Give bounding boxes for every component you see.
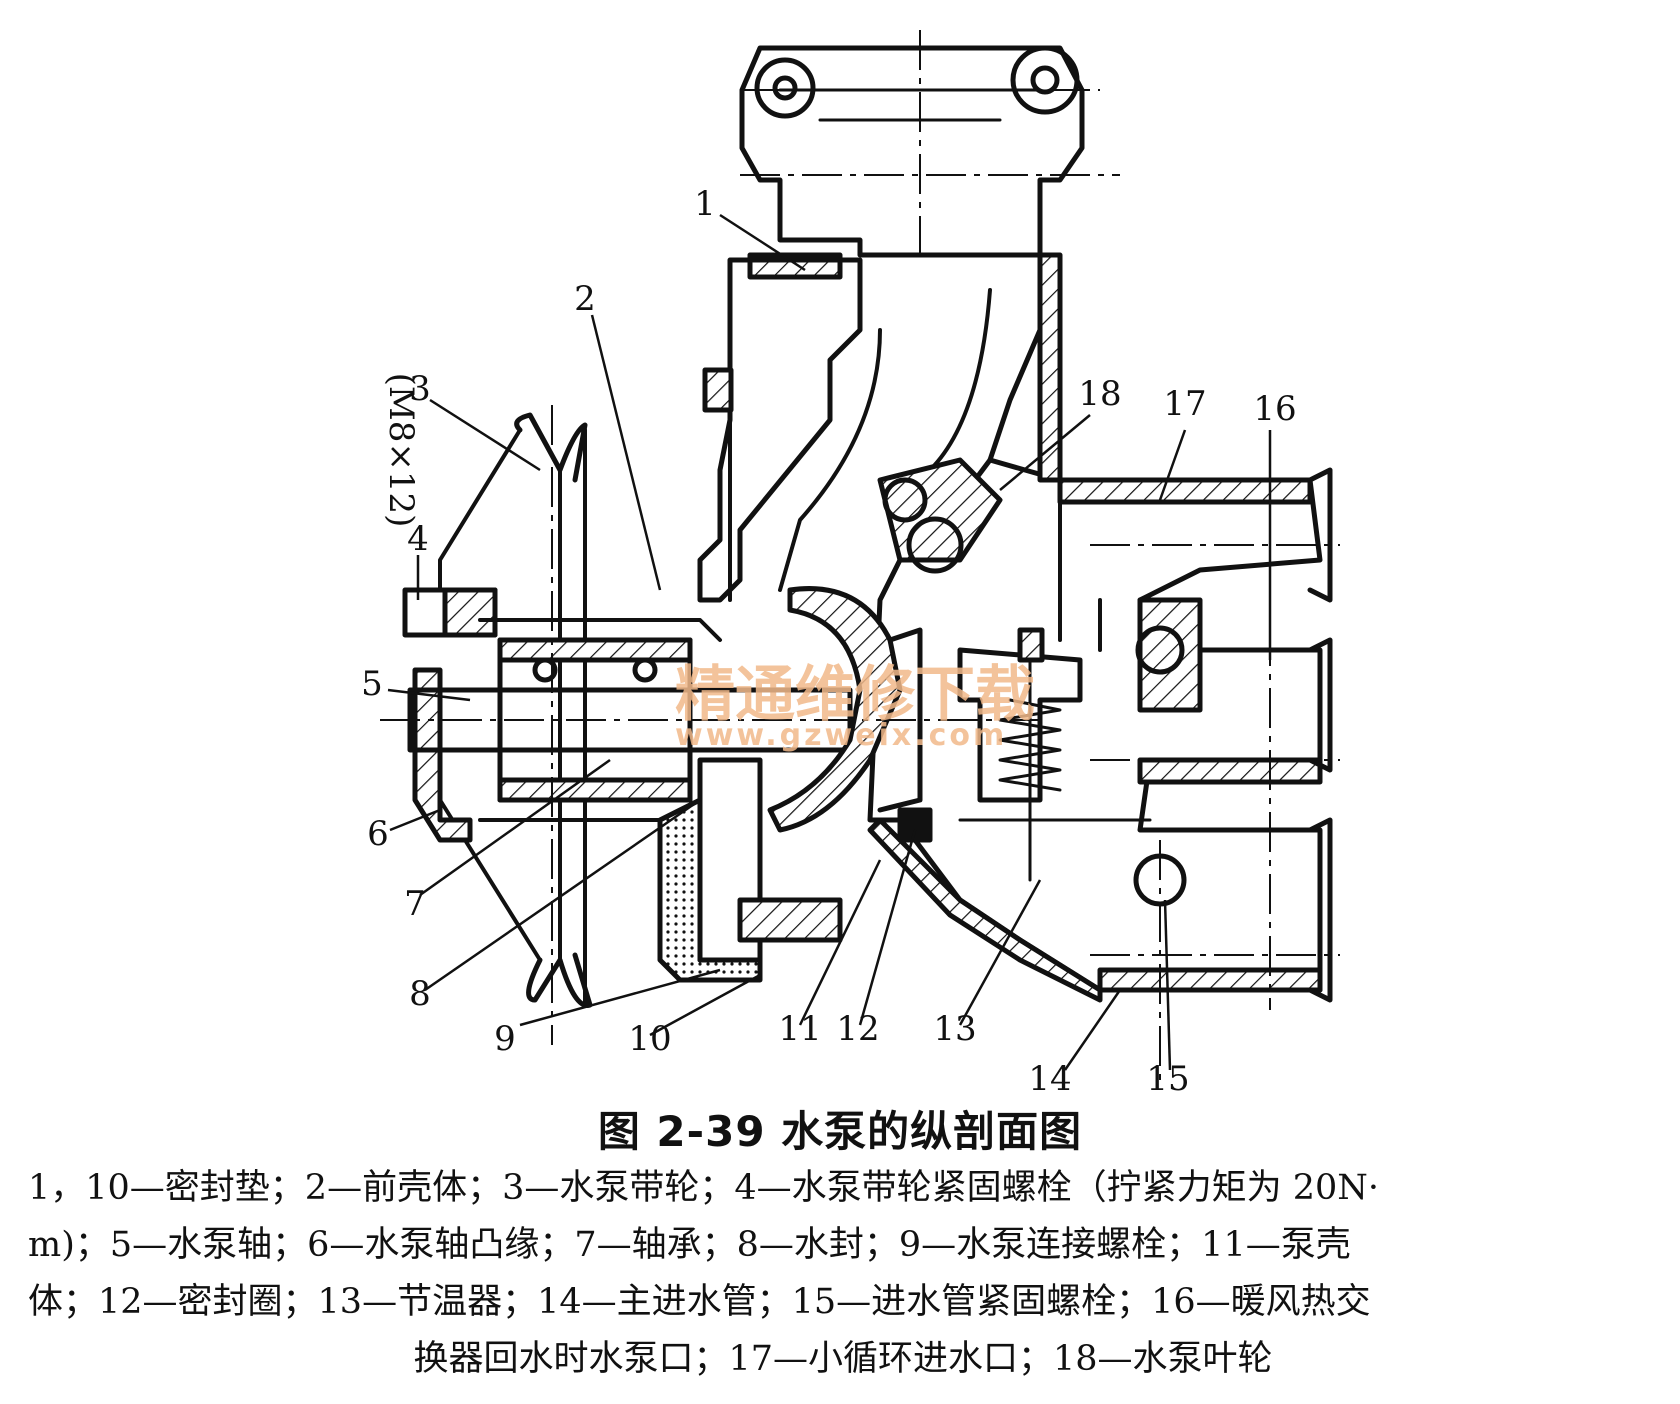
legend-line-4: 换器回水时水泵口；17—小循环进水口；18—水泵叶轮 xyxy=(413,1339,1273,1379)
callout-4: 4 xyxy=(407,519,429,559)
outlet-17 xyxy=(1307,467,1333,603)
outlet-16 xyxy=(1307,637,1333,773)
callout-11: 11 xyxy=(778,1009,821,1049)
callout-5: 5 xyxy=(361,664,383,704)
water-pump-section-drawing: 精通维修下载 www.gzweix.com (M8×12) 1 2 3 4 5 … xyxy=(361,30,1340,1099)
figure-legend: 1，10—密封垫；2—前壳体；3—水泵带轮；4—水泵带轮紧固螺栓（拧紧力矩为 2… xyxy=(28,1160,1658,1388)
callout-8: 8 xyxy=(409,974,431,1014)
inlet-14 xyxy=(1307,817,1333,1003)
callout-9: 9 xyxy=(494,1019,516,1059)
callout-14: 14 xyxy=(1028,1059,1071,1099)
top-flange xyxy=(739,45,1085,258)
callout-2: 2 xyxy=(574,279,596,319)
callout-12: 12 xyxy=(836,1009,879,1049)
pulley-rim-top xyxy=(514,412,588,483)
legend-line-1: 1，10—密封垫；2—前壳体；3—水泵带轮；4—水泵带轮紧固螺栓（拧紧力矩为 2… xyxy=(28,1168,1380,1208)
shaft-flange-6 xyxy=(412,667,473,843)
pulley-rim-bottom xyxy=(526,952,593,1008)
callout-6: 6 xyxy=(367,814,389,854)
callout-13: 13 xyxy=(933,1009,976,1049)
callout-3: 3 xyxy=(409,369,431,409)
impeller-18 xyxy=(767,586,903,833)
callout-15: 15 xyxy=(1146,1059,1189,1099)
callout-7: 7 xyxy=(404,884,426,924)
legend-line-3: 体；12—密封圈；13—节温器；14—主进水管；15—进水管紧固螺栓；16—暖风… xyxy=(28,1282,1371,1322)
seal-ring-12 xyxy=(897,807,933,843)
callout-18: 18 xyxy=(1078,374,1121,414)
legend-line-2: m)；5—水泵轴；6—水泵轴凸缘；7—轴承；8—水封；9—水泵连接螺栓；11—泵… xyxy=(28,1225,1351,1265)
callout-16: 16 xyxy=(1253,389,1296,429)
figure-caption: 图 2-39 水泵的纵剖面图 xyxy=(597,1107,1083,1156)
thermostat-13 xyxy=(957,647,1083,803)
callout-10: 10 xyxy=(628,1019,671,1059)
water-seal-8 xyxy=(657,797,763,983)
spec-label: (M8×12) xyxy=(381,373,421,528)
callout-17: 17 xyxy=(1163,384,1206,424)
bolt-hole-right xyxy=(1010,45,1080,115)
watermark-text: 精通维修下载 xyxy=(675,660,1035,730)
bolt-hole-left xyxy=(754,57,816,119)
watermark-url: www.gzweix.com xyxy=(675,718,1007,753)
callout-1: 1 xyxy=(694,184,716,224)
front-housing-body xyxy=(697,257,863,603)
